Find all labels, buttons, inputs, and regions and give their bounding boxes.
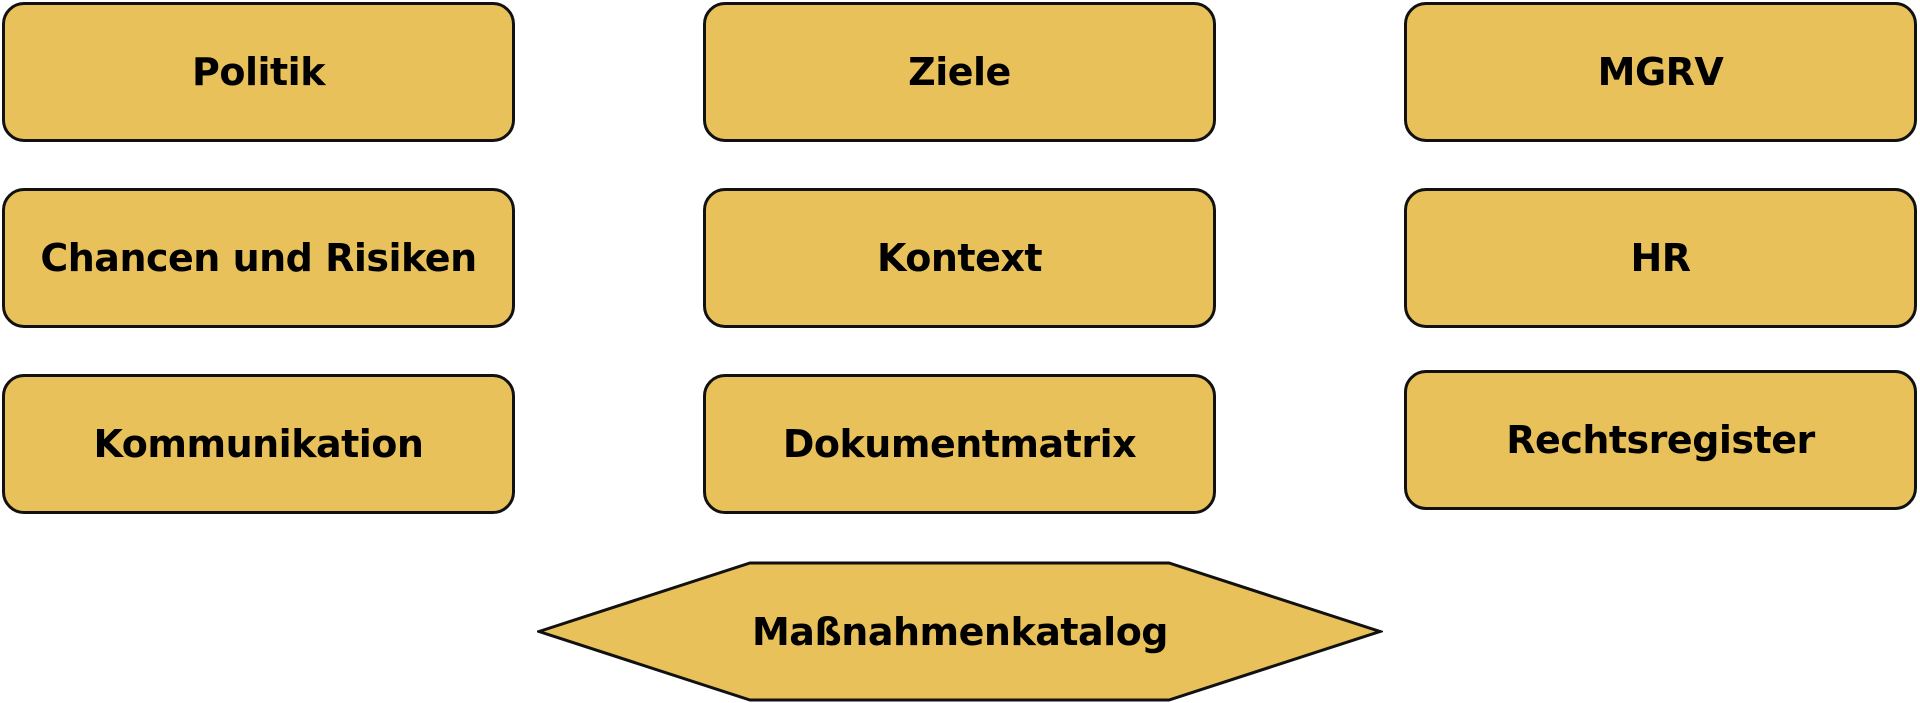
tile-rechtsregister[interactable]: Rechtsregister [1404, 370, 1917, 510]
hexagon-massnahmenkatalog[interactable]: Maßnahmenkatalog [537, 561, 1383, 702]
tile-dokumentmatrix[interactable]: Dokumentmatrix [703, 374, 1216, 514]
tile-label: MGRV [1597, 50, 1724, 94]
tile-label: Politik [192, 50, 325, 94]
tile-kontext[interactable]: Kontext [703, 188, 1216, 328]
tile-label: Ziele [908, 50, 1011, 94]
tile-label: HR [1630, 236, 1691, 280]
tile-kommunikation[interactable]: Kommunikation [2, 374, 515, 514]
tile-label: Kontext [876, 236, 1043, 280]
hexagon-shape [537, 561, 1383, 702]
tile-mgrv[interactable]: MGRV [1404, 2, 1917, 142]
tile-politik[interactable]: Politik [2, 2, 515, 142]
tile-label: Chancen und Risiken [40, 236, 477, 280]
tile-label: Kommunikation [93, 422, 424, 466]
tile-label: Rechtsregister [1506, 418, 1815, 462]
tile-chancen-und-risiken[interactable]: Chancen und Risiken [2, 188, 515, 328]
tile-label: Dokumentmatrix [782, 422, 1137, 466]
tile-ziele[interactable]: Ziele [703, 2, 1216, 142]
tile-hr[interactable]: HR [1404, 188, 1917, 328]
